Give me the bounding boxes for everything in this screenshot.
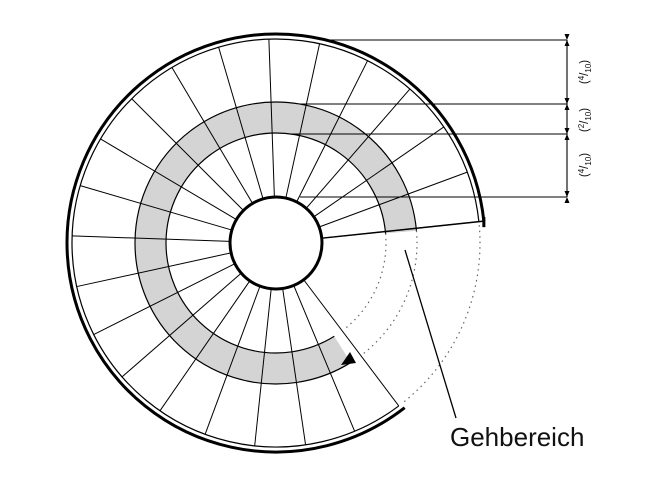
dim-arrow-tick	[564, 104, 570, 110]
dim-arrow-tick	[564, 134, 570, 140]
dotted-arc-0	[401, 225, 481, 405]
tread-line	[254, 288, 272, 446]
tread-line	[121, 272, 242, 378]
walking-band-inner-edge	[165, 132, 387, 354]
tread-line	[100, 138, 237, 220]
svg-text:(4/10): (4/10)	[577, 153, 593, 177]
dim-arrow-tick	[564, 128, 570, 134]
dim-arrow-tick	[564, 98, 570, 104]
tread-line	[80, 185, 233, 231]
center-column	[228, 195, 324, 291]
dim-arrow-tick	[564, 197, 570, 203]
dimension-label-inner: (4/10)	[577, 153, 593, 177]
tread-line	[303, 279, 400, 407]
tread-line	[218, 47, 264, 200]
gehbereich-leader-line	[404, 249, 457, 419]
dim-arrow-tick	[564, 40, 570, 46]
dotted-arc-1	[362, 230, 418, 355]
tread-line	[93, 263, 236, 336]
outer-edge-inner-line	[71, 38, 480, 448]
tread-line	[131, 98, 244, 211]
tread-line	[296, 60, 369, 203]
tread-line	[159, 280, 251, 412]
walking-direction-arrow-head	[341, 352, 356, 365]
last-step-line	[321, 220, 484, 239]
svg-text:(4/10): (4/10)	[577, 60, 593, 84]
tread-line	[72, 235, 231, 242]
dim-arrow-tick	[564, 191, 570, 197]
dim-arrow-tick	[564, 34, 570, 40]
tread-line	[305, 88, 411, 209]
tread-line	[293, 285, 356, 432]
dimension-label-outer: (4/10)	[577, 60, 593, 84]
tread-line	[285, 43, 321, 199]
tread-line	[76, 252, 232, 288]
tread-line	[268, 39, 275, 198]
open-segment-dotted-arcs	[343, 225, 481, 405]
tread-line	[204, 285, 261, 435]
gehbereich-label: Gehbereich	[450, 422, 584, 452]
stair-rings	[65, 32, 486, 454]
svg-text:(2/10): (2/10)	[577, 108, 593, 132]
tread-line	[318, 171, 468, 228]
tread-line	[282, 288, 307, 445]
dimension-label-middle: (2/10)	[577, 108, 593, 132]
dotted-arc-2	[343, 233, 387, 331]
walking-band-outer-edge	[134, 101, 418, 385]
tread-line	[313, 126, 445, 218]
tread-line	[171, 67, 253, 204]
outer-edge-thick-line	[65, 32, 486, 454]
dimension-lines	[290, 34, 570, 203]
